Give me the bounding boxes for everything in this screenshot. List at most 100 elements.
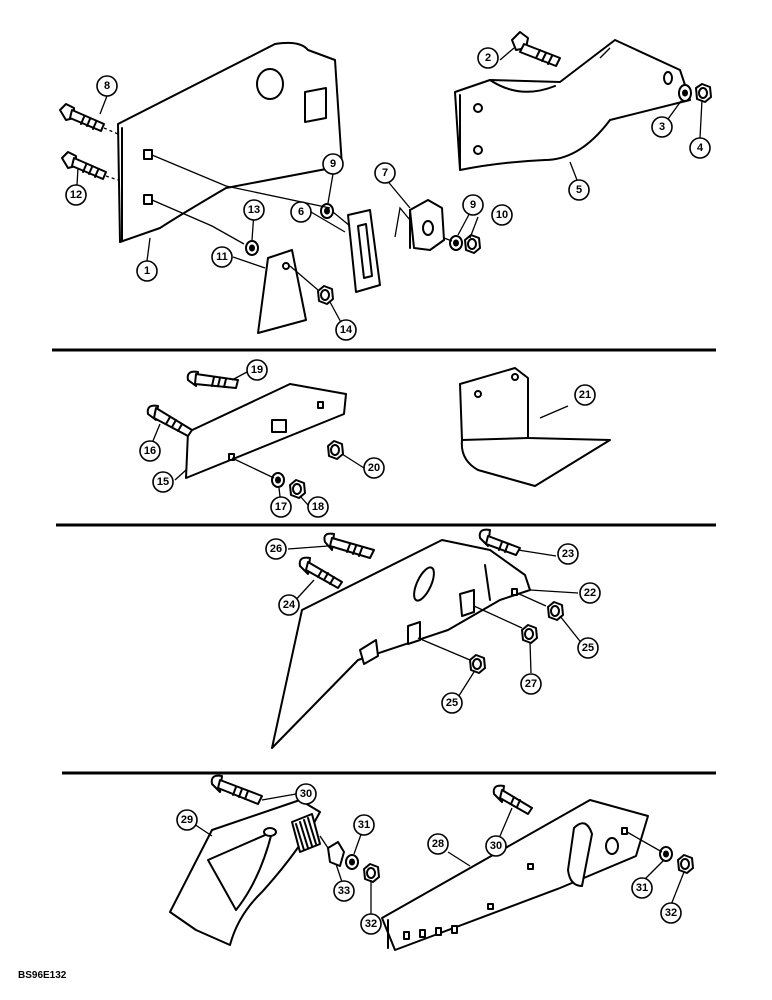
svg-text:29: 29 (181, 814, 193, 826)
callout-21: 21 (574, 384, 596, 406)
callout-6: 6 (290, 201, 312, 223)
svg-text:21: 21 (579, 389, 591, 401)
callout-16: 16 (139, 440, 161, 462)
callout-23: 23 (557, 543, 579, 565)
callout-12: 12 (65, 184, 87, 206)
svg-text:9: 9 (470, 199, 476, 211)
callout-20: 20 (363, 457, 385, 479)
figure-code: BS96E132 (18, 970, 67, 981)
svg-text:5: 5 (576, 184, 582, 196)
clip-7 (409, 199, 445, 251)
callout-26: 26 (265, 538, 287, 560)
svg-text:2: 2 (485, 52, 491, 64)
callout-13: 13 (243, 199, 265, 221)
knife-11 (257, 249, 307, 334)
slotted-plate-6 (347, 209, 381, 293)
callout-32-b: 32 (660, 902, 682, 924)
carriage-bolt-19 (186, 370, 239, 389)
svg-text:28: 28 (432, 838, 444, 850)
bracket-5 (454, 39, 691, 171)
callout-19: 19 (246, 359, 268, 381)
nut-32a (363, 863, 380, 883)
svg-text:12: 12 (70, 189, 82, 201)
carriage-bolt-30a (210, 774, 263, 805)
svg-text:4: 4 (697, 142, 704, 154)
bolt-8 (59, 103, 119, 135)
svg-text:8: 8 (104, 80, 110, 92)
callout-9-b: 9 (462, 194, 484, 216)
callout-32-a: 32 (360, 913, 382, 935)
svg-text:32: 32 (365, 918, 377, 930)
callout-24: 24 (278, 594, 300, 616)
callout-9-a: 9 (322, 153, 344, 175)
svg-text:3: 3 (659, 121, 665, 133)
callout-14: 14 (335, 319, 357, 341)
callout-33: 33 (333, 880, 355, 902)
nut-27 (521, 624, 538, 644)
svg-text:11: 11 (216, 251, 228, 263)
svg-text:16: 16 (144, 445, 156, 457)
callout-22: 22 (579, 582, 601, 604)
bolt-12 (61, 151, 119, 181)
svg-text:26: 26 (270, 543, 282, 555)
svg-text:23: 23 (562, 548, 574, 560)
callout-leaders (76, 47, 703, 917)
callout-2: 2 (477, 47, 499, 69)
sweep-29 (169, 799, 321, 946)
nut-10 (464, 234, 481, 254)
callout-10: 10 (491, 204, 513, 226)
nut-25b (469, 654, 486, 674)
svg-text:10: 10 (496, 209, 508, 221)
callout-4: 4 (689, 137, 711, 159)
washer-31a (345, 854, 359, 870)
callout-30-a: 30 (295, 783, 317, 805)
callout-11: 11 (211, 246, 233, 268)
callout-15: 15 (152, 471, 174, 493)
svg-text:6: 6 (298, 206, 304, 218)
svg-text:32: 32 (665, 907, 677, 919)
bolt-2 (511, 31, 561, 67)
callout-28: 28 (427, 833, 449, 855)
svg-text:18: 18 (312, 501, 324, 513)
callout-1: 1 (136, 260, 158, 282)
nut-32b (677, 854, 694, 874)
svg-text:1: 1 (144, 265, 150, 277)
svg-text:31: 31 (636, 882, 648, 894)
carriage-bolt-30b (492, 784, 533, 815)
svg-text:9: 9 (330, 158, 336, 170)
callout-29: 29 (176, 809, 198, 831)
callout-17: 17 (270, 496, 292, 518)
carriage-bolt-26 (323, 532, 375, 559)
svg-text:24: 24 (283, 599, 296, 611)
plate-15 (185, 383, 347, 479)
svg-text:20: 20 (368, 462, 380, 474)
angle-bracket-21 (459, 367, 611, 487)
svg-text:33: 33 (338, 885, 350, 897)
carriage-bolt-23 (478, 528, 521, 556)
svg-text:15: 15 (157, 476, 169, 488)
callout-31-a: 31 (353, 814, 375, 836)
svg-text:25: 25 (446, 697, 458, 709)
washer-17 (271, 472, 285, 488)
mounting-plate-1 (117, 41, 343, 243)
point-22 (271, 539, 531, 749)
washer-3 (678, 84, 692, 102)
nut-20 (327, 440, 344, 460)
svg-text:27: 27 (525, 678, 537, 690)
washer-9b (449, 235, 463, 251)
callout-3: 3 (651, 116, 673, 138)
nut-25a (547, 601, 564, 621)
shank-28 (381, 799, 649, 951)
svg-text:19: 19 (251, 364, 263, 376)
callout-5: 5 (568, 179, 590, 201)
nut-4 (695, 83, 712, 103)
svg-text:22: 22 (584, 587, 596, 599)
clamp-33 (327, 841, 345, 867)
washer-31b (659, 846, 673, 862)
svg-text:7: 7 (382, 167, 388, 179)
callout-7: 7 (374, 162, 396, 184)
svg-text:13: 13 (248, 204, 260, 216)
carriage-bolt-24 (298, 556, 343, 589)
callout-25-b: 25 (441, 692, 463, 714)
